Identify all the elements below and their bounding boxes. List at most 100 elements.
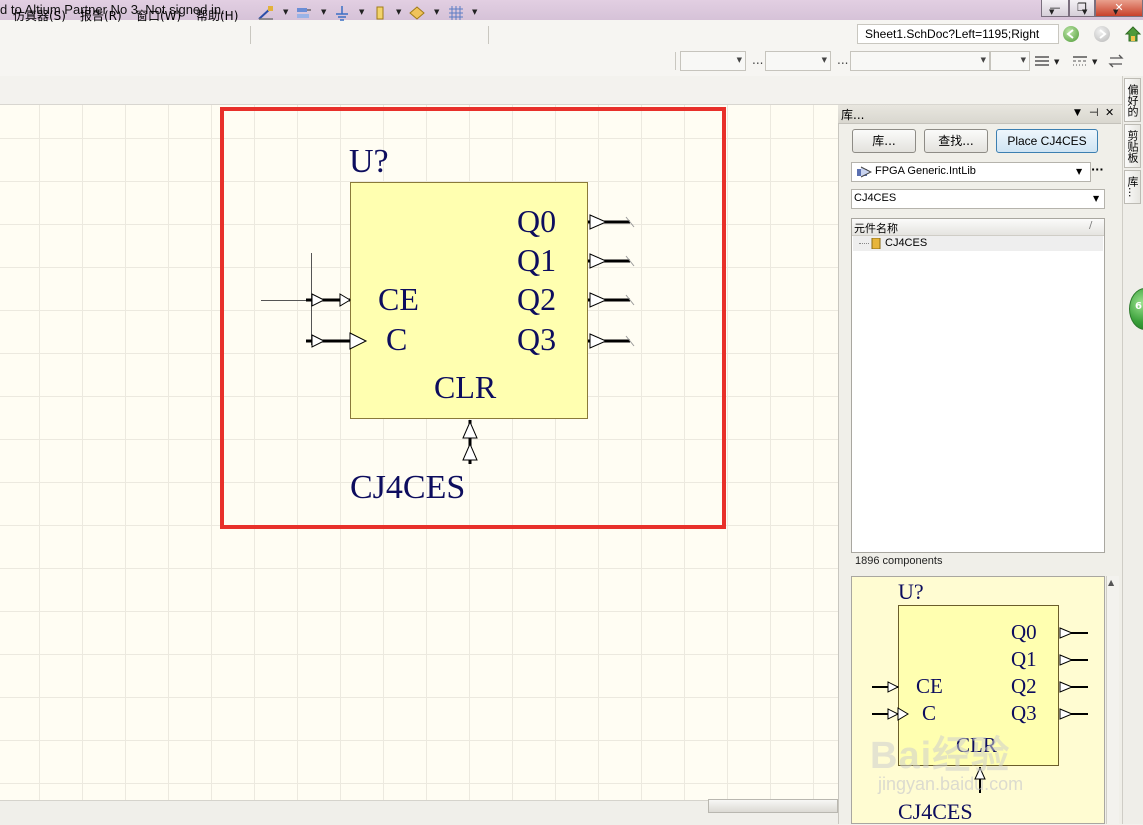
address-field[interactable] [857,24,1059,44]
panel-title: 库... [841,108,865,122]
forward-arrow-icon[interactable] [1094,26,1110,42]
chevron-down-icon: ▼ [1020,56,1026,64]
font-combo[interactable]: ▼ [680,51,746,71]
preview-pin-q2: Q2 [1011,674,1037,698]
pin-q1[interactable] [588,253,635,269]
chevron-down-icon[interactable]: ▼ [1113,8,1119,16]
power-port-icon[interactable] [333,5,351,21]
pin-label-clr: CLR [434,369,497,405]
schematic-canvas[interactable]: U? CE C Q0 Q1 Q2 Q3 CLR [0,105,838,800]
chevron-down-icon: ▼ [736,56,742,64]
libraries-button[interactable]: 库... [852,129,916,153]
preview-scrollbar[interactable] [1106,576,1119,824]
menu-help[interactable]: 帮助(H) [196,9,239,23]
chevron-down-icon[interactable]: ▼ [396,8,402,16]
minimize-button[interactable]: — [1041,0,1069,17]
assistant-badge-count: 6 [1135,301,1142,312]
selection-rectangle [220,107,726,529]
chevron-down-icon[interactable]: ▼ [321,8,327,16]
chevron-down-icon[interactable]: ▼ [359,8,365,16]
sheet-symbol-icon[interactable] [408,5,426,21]
chevron-down-icon[interactable]: ▼ [1054,58,1060,66]
component-comment[interactable]: CJ4CES [350,469,466,506]
pin-q3[interactable] [588,333,635,349]
component-count: 1896 components [855,555,943,567]
chevron-down-icon[interactable]: ▼ [472,8,478,16]
wire-tool-icon[interactable] [257,5,275,21]
watermark-logo: Bai经验 [870,735,1011,777]
component-designator[interactable]: U? [349,143,389,180]
pin-clr[interactable] [455,418,485,470]
scrollbar-thumb[interactable] [708,799,838,813]
preview-pin-q3: Q3 [1011,701,1037,725]
component-body[interactable] [350,182,588,419]
chevron-down-icon[interactable]: ▼ [1049,8,1055,16]
watermark-url: jingyan.baidu.com [878,774,1024,794]
component-icon [871,237,881,250]
pin-c[interactable] [306,332,368,350]
side-tab-clipboard[interactable]: 剪贴板 [1124,124,1141,168]
pin-label-q2: Q2 [517,281,557,317]
filter-input[interactable] [851,189,1105,209]
more-button[interactable]: ... [837,53,849,67]
arrange-icon[interactable] [1108,54,1124,68]
toolbar-separator [675,52,676,70]
line-style-icon[interactable] [1034,55,1050,67]
address-text: Sheet1.SchDoc?Left=1195;Right [865,27,1040,41]
style-combo[interactable]: ▼ [850,51,990,71]
library-icon [856,166,873,178]
chevron-down-icon[interactable]: ▼ [434,8,440,16]
menu-simulator[interactable]: 仿真器(S) [13,9,66,23]
horizontal-scrollbar[interactable] [0,800,838,825]
filter-value: CJ4CES [854,192,897,204]
pin-q0[interactable] [588,214,635,230]
grid-icon[interactable] [447,5,465,21]
preview-comment: CJ4CES [898,799,973,824]
title-bar [0,0,1143,20]
panel-header [838,105,1121,124]
panel-menu-icon[interactable]: ▼ [1074,108,1081,118]
preview-designator: U? [898,579,924,604]
back-arrow-icon[interactable] [1063,26,1079,42]
scroll-up-icon[interactable]: ▲ [1108,578,1115,587]
home-icon[interactable] [1124,25,1142,43]
close-button[interactable]: ✕ [1095,0,1143,17]
more-button[interactable]: ... [752,53,764,67]
menu-reports[interactable]: 报告(R) [80,9,122,23]
chevron-down-icon[interactable]: ▼ [1093,194,1100,203]
width-combo[interactable]: ▼ [990,51,1030,71]
pin-q2[interactable] [588,292,635,308]
pin-ce[interactable] [306,293,351,307]
close-icon[interactable]: ✕ [1105,106,1115,119]
component-preview: U? CE C Q0 Q1 Q2 Q3 CLR CJ4CES [851,576,1105,824]
side-tab-libraries[interactable]: 库... [1124,170,1141,204]
size-combo[interactable]: ▼ [765,51,831,71]
chevron-down-icon[interactable]: ▼ [283,8,289,16]
more-options-icon[interactable]: ··· [1091,163,1104,176]
preview-body [898,605,1059,766]
bus-tool-icon[interactable] [295,5,313,21]
list-header[interactable] [852,219,1104,236]
side-tab-favorites[interactable]: 偏好的 [1124,78,1141,122]
tree-connector [859,243,869,245]
part-tool-icon[interactable] [371,5,389,21]
chevron-down-icon[interactable]: ▼ [1076,167,1083,176]
line-dash-icon[interactable] [1072,55,1088,67]
chevron-down-icon[interactable]: ▼ [1082,8,1088,16]
right-pins [588,214,635,349]
pin-label-q0: Q0 [517,203,557,239]
pin-label-q1: Q1 [517,242,557,278]
menu-window[interactable]: 窗口(W) [136,9,182,23]
preview-pin-clr: CLR [956,733,997,757]
place-component-button[interactable]: Place CJ4CES [996,129,1098,153]
search-button[interactable]: 查找... [924,129,988,153]
component-list[interactable] [851,218,1105,553]
pin-label-q3: Q3 [517,321,557,357]
preview-right-pins [1059,627,1088,720]
pin-icon[interactable]: ⊣ [1089,106,1099,119]
list-item[interactable] [853,236,1103,251]
maximize-button[interactable]: ❐ [1069,0,1095,17]
column-header-name[interactable]: 元件名称 [854,222,898,235]
chevron-down-icon[interactable]: ▼ [1092,58,1098,66]
library-select[interactable] [851,162,1091,182]
